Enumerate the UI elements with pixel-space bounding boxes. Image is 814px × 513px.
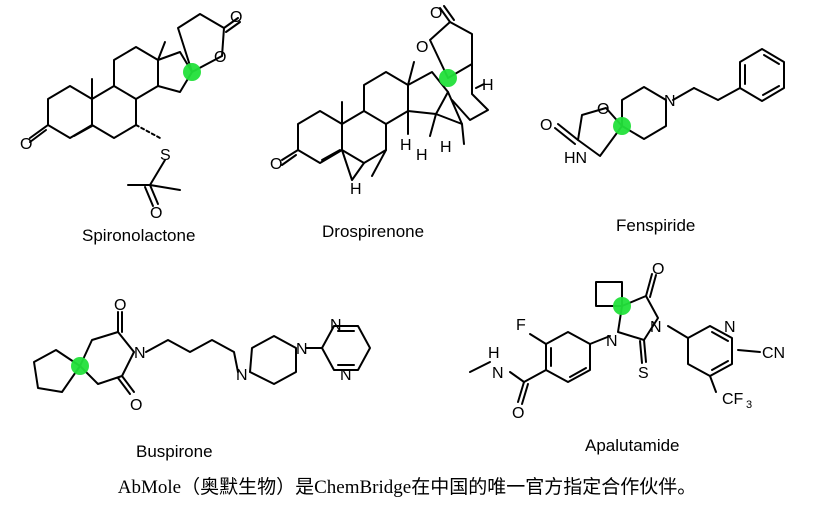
drospirenone-atom-o-lactone-carbonyl: O <box>430 5 442 22</box>
spironolactone-atom-o-lactone-carbonyl: O <box>230 9 242 26</box>
buspirone-atom-n-imide: N <box>134 345 146 362</box>
buspirone-atom-n-piperazine-right: N <box>296 341 308 358</box>
apalutamide-atom-cn: CN <box>762 345 785 362</box>
spironolactone-atom-o-ketone: O <box>20 136 32 153</box>
drospirenone-atom-o-ketone: O <box>270 156 282 173</box>
apalutamide-atom-n-pyridine: N <box>724 319 736 336</box>
spironolactone-atom-o-acetyl: O <box>150 205 162 222</box>
spironolactone-atom-o-lactone-ring: O <box>214 49 226 66</box>
footer-note: AbMole（奥默生物）是ChemBridge在中国的唯一官方指定合作伙伴。 <box>117 477 697 498</box>
drospirenone-spiro-highlight <box>439 69 457 87</box>
fenspiride-atom-o-ring: O <box>597 101 609 118</box>
spironolactone-bonds <box>29 13 241 207</box>
apalutamide-atom-n-left: N <box>606 333 618 350</box>
apalutamide-atom-h: H <box>488 345 500 362</box>
fenspiride-atom-hn: HN <box>564 150 587 167</box>
apalutamide-spiro-highlight <box>613 297 631 315</box>
apalutamide-atom-f: F <box>516 317 526 334</box>
buspirone-spiro-highlight <box>71 357 89 375</box>
buspirone-atom-n-pyrimidine-bottom: N <box>340 367 352 384</box>
drospirenone-bonds <box>281 5 489 181</box>
caption-spironolactone: Spironolactone <box>82 226 196 245</box>
drospirenone-atom-h-ring-c: H <box>400 137 412 154</box>
apalutamide-atom-o-carbonyl: O <box>652 261 664 278</box>
apalutamide-atom-n-amide: N <box>492 365 504 382</box>
drospirenone-atom-h-upper: H <box>482 77 494 94</box>
drospirenone-atom-h-cyclopropane: H <box>440 139 452 156</box>
fenspiride-spiro-highlight <box>613 117 631 135</box>
buspirone-atom-n-pyrimidine-top: N <box>330 317 342 334</box>
spironolactone-atom-s: S <box>160 147 171 164</box>
fenspiride-atom-o-carbonyl: O <box>540 117 552 134</box>
buspirone-atom-o-bottom: O <box>130 397 142 414</box>
apalutamide-atom-cf: CF <box>722 391 744 408</box>
drospirenone-atom-h-ring-d: H <box>416 147 428 164</box>
apalutamide-atom-s: S <box>638 365 649 382</box>
fenspiride-bonds <box>554 48 785 157</box>
drospirenone-atom-h-ring-b: H <box>350 181 362 198</box>
spironolactone-spiro-highlight <box>183 63 201 81</box>
caption-apalutamide: Apalutamide <box>585 436 680 455</box>
buspirone-atom-o-top: O <box>114 297 126 314</box>
fenspiride-atom-n: N <box>664 93 676 110</box>
apalutamide-atom-o-amide: O <box>512 405 524 422</box>
caption-fenspiride: Fenspiride <box>616 216 696 235</box>
buspirone-bonds <box>33 311 371 395</box>
drospirenone-atom-o-lactone-ring: O <box>416 39 428 56</box>
apalutamide-bonds <box>469 273 761 405</box>
caption-drospirenone: Drospirenone <box>322 222 425 241</box>
apalutamide-atom-n-right: N <box>650 319 662 336</box>
caption-buspirone: Buspirone <box>136 442 213 461</box>
apalutamide-atom-cf-subscript: 3 <box>746 399 752 411</box>
buspirone-atom-n-piperazine-left: N <box>236 367 248 384</box>
